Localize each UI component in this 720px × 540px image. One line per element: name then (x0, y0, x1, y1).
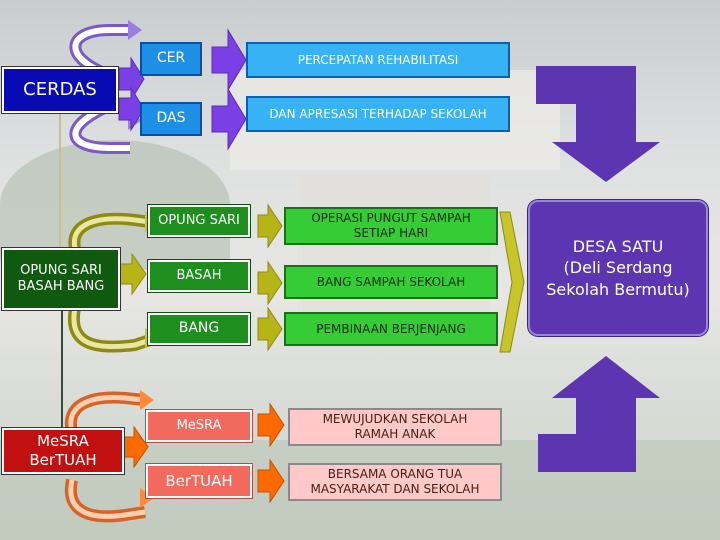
acronym-box-bang: BANG (147, 312, 251, 346)
main-box-cerdas: CERDAS (1, 66, 119, 114)
opung-arrows (119, 203, 525, 353)
mesra-arrows (123, 402, 285, 504)
acronym-box-opung-sari: OPUNG SARI (147, 204, 251, 238)
acronym-label: OPUNG SARI (158, 212, 240, 228)
acronym-label: BerTUAH (165, 471, 233, 490)
main-box-mesra-bertuah: MeSRA BerTUAH (1, 427, 125, 475)
acronym-label: DAS (156, 110, 186, 127)
target-box-desa-satu: DESA SATU (Deli Serdang Sekolah Bermutu) (528, 200, 708, 336)
target-arrows (536, 66, 660, 472)
acronym-box-bertuah: BerTUAH (145, 463, 253, 499)
acronym-label: MeSRA (176, 417, 222, 433)
cerdas-arrows (118, 28, 247, 151)
acronym-box-basah: BASAH (147, 259, 251, 293)
acronym-label: BANG (178, 320, 220, 337)
description-text: DAN APRESASI TERHADAP SEKOLAH (269, 106, 487, 121)
description-box: DAN APRESASI TERHADAP SEKOLAH (246, 96, 510, 132)
description-text: OPERASI PUNGUT SAMPAH SETIAP HARI (311, 211, 471, 240)
description-box: OPERASI PUNGUT SAMPAH SETIAP HARI (284, 207, 498, 245)
acronym-box-cer: CER (140, 42, 202, 76)
mesra-connector (64, 390, 154, 523)
description-box: PERCEPATAN REHABILITASI (246, 42, 510, 78)
description-box: MEWUJUDKAN SEKOLAH RAMAH ANAK (288, 408, 502, 446)
description-box: BANG SAMPAH SEKOLAH (284, 265, 498, 299)
description-text: BERSAMA ORANG TUA MASYARAKAT DAN SEKOLAH (310, 467, 480, 496)
acronym-box-das: DAS (140, 102, 202, 136)
description-text: PEMBINAAN BERJENJANG (316, 321, 466, 336)
main-box-opung-sari-basah-bang: OPUNG SARI BASAH BANG (1, 247, 121, 311)
description-text: PERCEPATAN REHABILITASI (297, 52, 459, 67)
description-text: MEWUJUDKAN SEKOLAH RAMAH ANAK (322, 412, 468, 441)
acronym-label: CER (156, 50, 186, 67)
main-label: MeSRA BerTUAH (29, 432, 97, 469)
target-title: DESA SATU (572, 236, 664, 256)
target-subtitle: (Deli Serdang Sekolah Bermutu) (546, 258, 690, 299)
acronym-label: BASAH (176, 267, 222, 283)
description-box: PEMBINAAN BERJENJANG (284, 312, 498, 346)
description-text: BANG SAMPAH SEKOLAH (316, 274, 466, 289)
main-label: CERDAS (23, 78, 97, 100)
acronym-box-mesra: MeSRA (145, 409, 253, 443)
description-box: BERSAMA ORANG TUA MASYARAKAT DAN SEKOLAH (288, 463, 502, 501)
main-label: OPUNG SARI BASAH BANG (17, 262, 105, 294)
